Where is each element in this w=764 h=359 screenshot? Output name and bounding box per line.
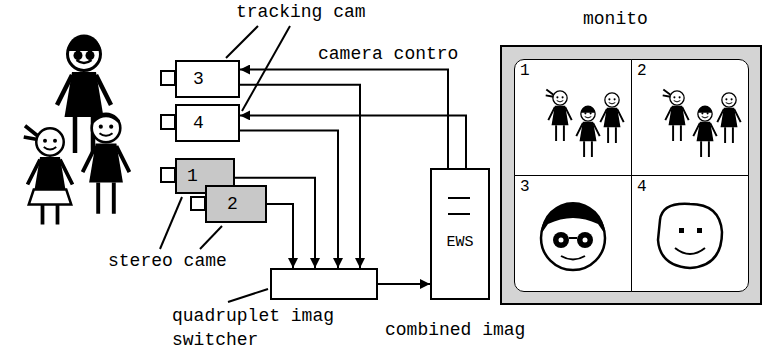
glasses <box>74 51 83 60</box>
face-image <box>658 204 722 268</box>
ews-slot <box>448 213 470 215</box>
signal-label: combined imag <box>385 320 525 341</box>
leader-line <box>226 26 258 58</box>
monitor: monito1234 <box>500 45 762 305</box>
stereo-camera: 2 <box>205 185 267 223</box>
node-caption: quadruplet imag switcher <box>172 304 350 352</box>
signal-arrow <box>267 204 293 268</box>
leader-line <box>160 197 182 249</box>
face-outline <box>658 204 722 268</box>
node-caption: monito <box>583 7 713 31</box>
signal-arrow <box>240 115 466 168</box>
callout-label: stereo came <box>108 251 227 272</box>
hair <box>541 202 605 234</box>
node-label: 4 <box>637 178 647 196</box>
skirt <box>29 190 72 205</box>
hair <box>68 35 101 52</box>
tracking-camera: 3 <box>175 60 240 98</box>
glasses <box>553 232 569 248</box>
leader-line <box>228 289 268 302</box>
camera-lens <box>161 168 175 182</box>
glasses <box>86 51 95 60</box>
eye <box>679 228 684 233</box>
node-label: EWS <box>446 234 473 251</box>
face-image <box>541 202 605 270</box>
node-label: 3 <box>520 178 530 196</box>
ews-slot <box>448 197 470 199</box>
signal-arrow <box>378 283 430 285</box>
node-label: 4 <box>193 113 204 134</box>
leader-line <box>200 226 222 249</box>
camera-lens <box>191 197 205 210</box>
ews-slot <box>448 198 470 214</box>
mouth <box>561 256 585 260</box>
camera-lens <box>161 115 175 129</box>
signal-label: camera contro <box>318 44 458 65</box>
eye <box>583 238 588 243</box>
person <box>83 114 130 214</box>
crowd-image <box>546 90 624 157</box>
signal-arrow <box>240 85 360 268</box>
hair <box>93 116 119 122</box>
monitor-quadrant: 2 <box>631 59 749 176</box>
glasses-bridge <box>569 237 577 239</box>
eye <box>559 238 564 243</box>
eye <box>697 228 702 233</box>
pigtail <box>24 126 38 140</box>
tracking-camera: 4 <box>175 104 240 142</box>
ews-workstation: EWS <box>430 168 490 300</box>
camera-lens <box>161 71 175 85</box>
monitor-quadrant: 3 <box>514 175 632 292</box>
node-label: 2 <box>637 62 647 80</box>
node-label: 1 <box>187 166 198 187</box>
monitor-screen <box>514 59 749 292</box>
monitor-quadrant: 1 <box>514 59 632 176</box>
mouth <box>675 248 705 254</box>
monitor-quadrant: 4 <box>631 175 749 292</box>
glasses <box>577 232 593 248</box>
person <box>24 126 73 225</box>
people-illustration <box>24 35 130 225</box>
crowd-image <box>663 90 741 157</box>
node-label: 2 <box>227 194 238 215</box>
node-label: 1 <box>520 62 530 80</box>
callout-label: tracking cam <box>236 2 366 23</box>
image-switcher: quadruplet imag switcher <box>270 268 378 300</box>
node-label: 3 <box>193 69 204 90</box>
monitor-housing <box>500 45 762 305</box>
